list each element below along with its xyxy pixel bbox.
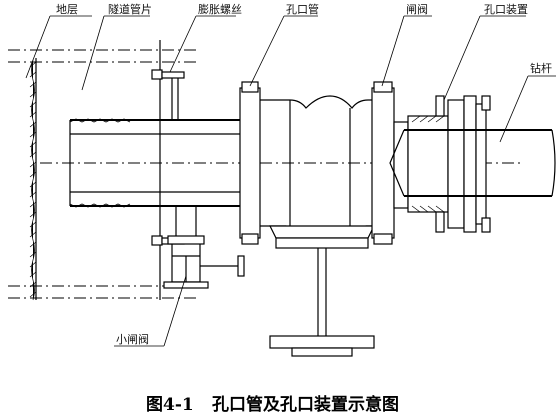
gate-valve-body: [260, 95, 378, 357]
label-small-gate-valve: 小闸阀: [116, 332, 149, 346]
label-orifice-pipe: 孔口管: [286, 2, 319, 16]
label-stratum: 地层: [56, 3, 78, 16]
orifice-device: [407, 95, 491, 233]
orifice-pipe-flange: [239, 81, 261, 245]
tunnel-segment-lines: [8, 40, 200, 300]
expansion-bolt-top: [151, 69, 185, 120]
label-expansion-bolt: 膨胀螺丝: [198, 2, 242, 16]
drill-rod: [389, 129, 556, 197]
caption-title: 孔口管及孔口装置示意图: [212, 394, 399, 415]
small-gate-valve: [163, 206, 245, 289]
gate-valve-flange: [371, 81, 409, 245]
leader-lines: [25, 15, 556, 347]
stratum-hatching: [29, 58, 37, 301]
caption-number: 图4-1: [146, 395, 194, 415]
label-drill-rod: 钻杆: [530, 61, 552, 75]
label-gate-valve: 闸阀: [406, 2, 428, 16]
label-orifice-device: 孔口装置: [484, 3, 528, 16]
label-tunnel-segment: 隧道管片: [108, 2, 152, 16]
